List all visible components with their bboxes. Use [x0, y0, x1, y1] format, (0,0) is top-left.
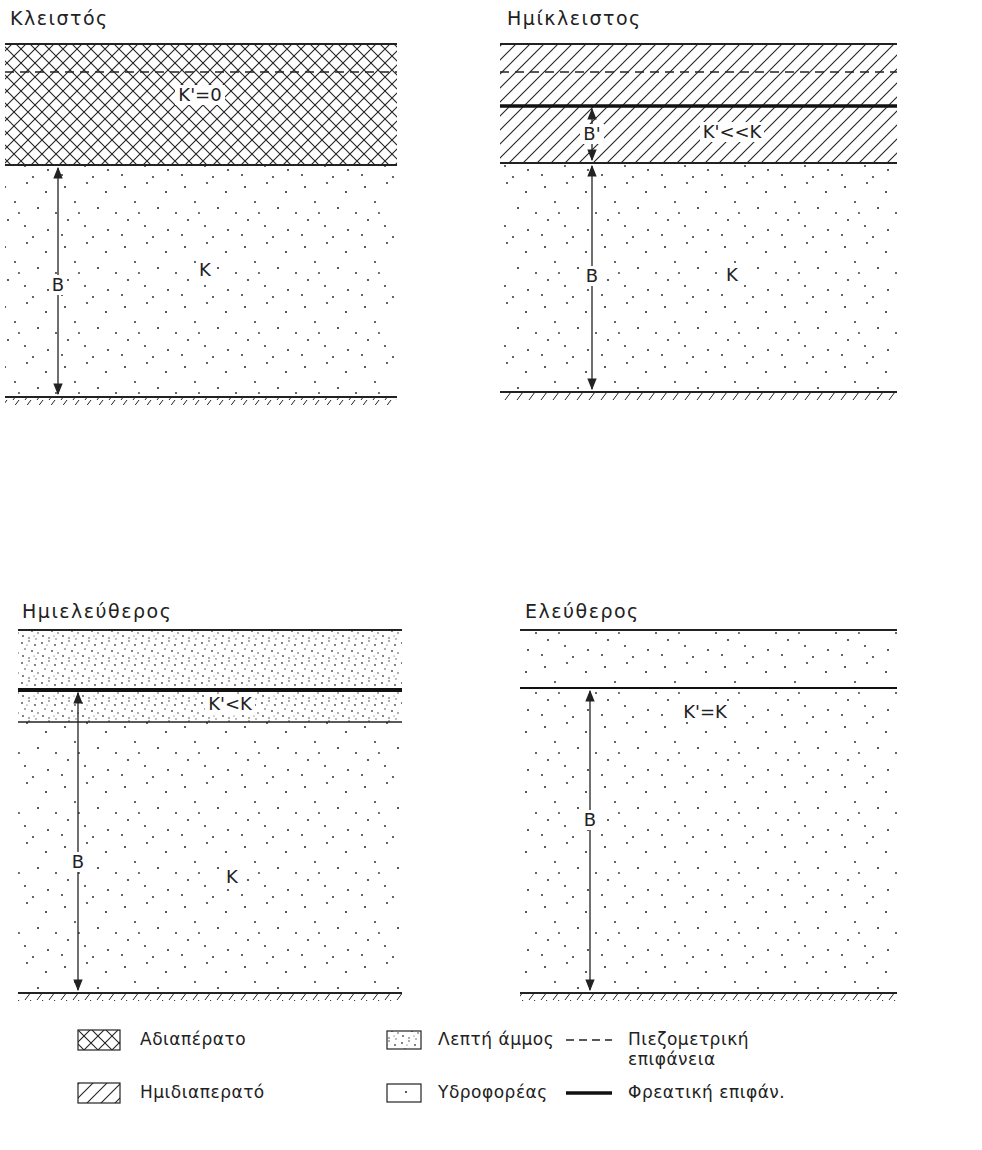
panel-title: Ημίκλειστος — [507, 8, 642, 30]
layer-label: B — [69, 852, 87, 873]
layer-label: K — [723, 265, 741, 286]
layer-label: K'=0 — [175, 85, 224, 106]
aquifer-panel: ΗμιελεύθεροςK'<KBK — [18, 598, 404, 1003]
impermeable-layer: K'=0 — [5, 44, 397, 165]
layer-label: K — [196, 260, 214, 281]
layer-label: B — [49, 275, 67, 296]
aquifer-layer: BK — [5, 165, 397, 397]
panel-title: Ελεύθερος — [525, 601, 640, 623]
layer-label: B' — [580, 124, 603, 145]
layer-label: K'<<K — [700, 122, 765, 143]
legend-text: Ημιδιαπερατό — [140, 1083, 360, 1103]
aquifer-panel: ΗμίκλειστοςB'K'<<KBK — [500, 5, 900, 402]
layer-label: B — [583, 266, 601, 287]
panel-title: Κλειστός — [10, 8, 109, 30]
semipermeable-layer: B' K'<<K — [500, 44, 897, 163]
legend-text: Φρεατική επιφάν. — [628, 1083, 828, 1103]
layer-label: K'<K — [205, 694, 255, 715]
aquifer-panel: ΚλειστόςK'=0BK — [5, 5, 400, 407]
aquifer-panel: ΕλεύθεροςK'=K B — [518, 598, 900, 1003]
layer-label: K — [223, 867, 241, 888]
legend-text: Υδροφορέας — [438, 1083, 598, 1103]
layer-label: K'=K — [680, 702, 730, 723]
legend-text: Πιεζομετρική επιφάνεια — [628, 1030, 778, 1069]
panel-title: Ημιελεύθερος — [22, 601, 172, 623]
aquifer-layer: BK — [18, 722, 402, 993]
layer-label: B — [581, 810, 599, 831]
legend-text: Λεπτή άμμος — [438, 1030, 598, 1050]
fine-sand-layer: K'<K — [18, 630, 402, 722]
legend-text: Αδιαπέρατο — [140, 1030, 360, 1050]
aquifer-layer: K'=K B — [520, 630, 897, 993]
aquifer-layer: BK — [500, 163, 897, 392]
